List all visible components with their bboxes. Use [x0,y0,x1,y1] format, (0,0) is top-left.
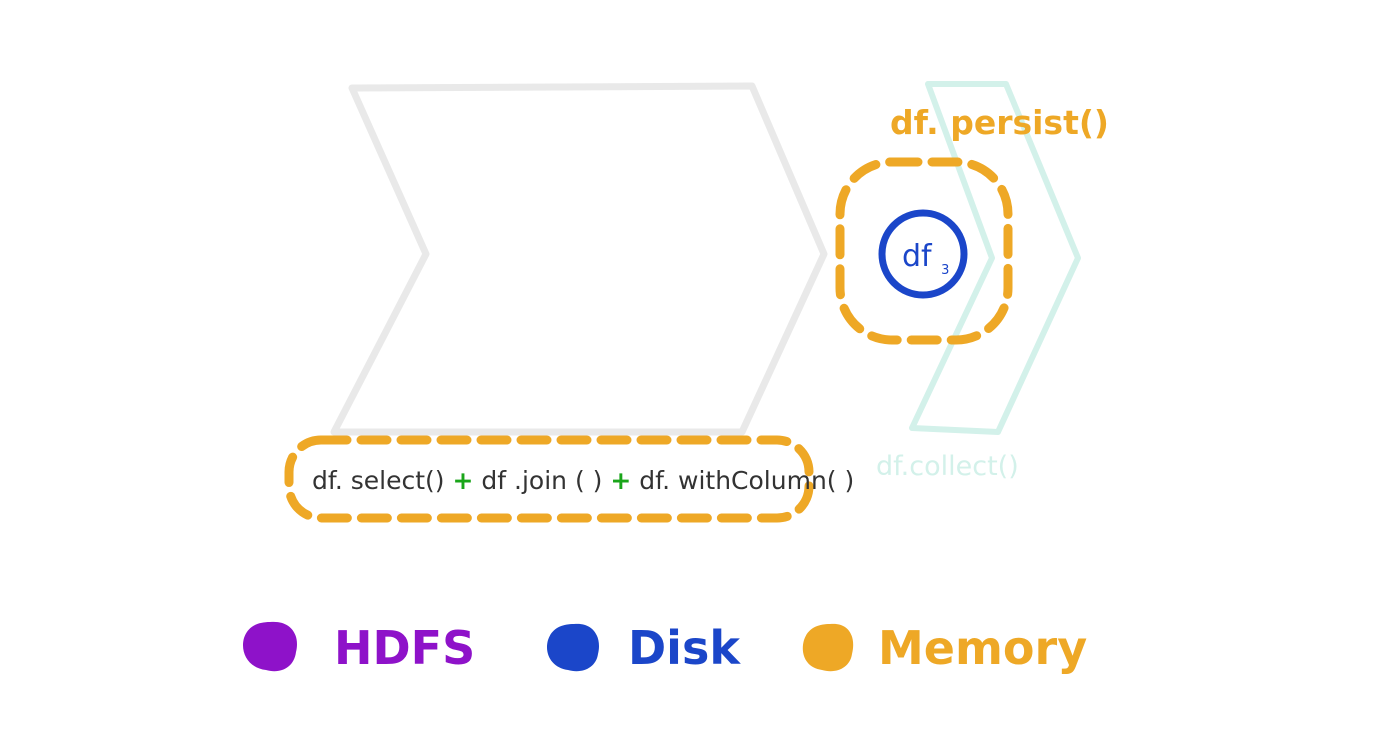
next-stage-chevron [909,81,1081,435]
persist-dashed-box [835,157,1013,345]
legend-label-disk: Disk [628,621,741,675]
legend-item-disk: Disk [546,621,741,675]
legend-swatch-disk [546,623,599,672]
dataframe-node-ring [878,209,968,299]
transformations-text: df. select() + df .join ( ) + df. withCo… [312,466,854,495]
transformations-dashed-box [284,435,814,523]
legend-swatch-hdfs [242,621,297,672]
dataframe-node-label: df 3 [902,239,949,278]
collect-label: df.collect() [876,451,1019,482]
op-select: df. select() [312,466,445,495]
legend-item-hdfs: HDFS [242,621,475,675]
op-plus-2: + [610,466,631,495]
persist-label: df. persist() [890,103,1109,142]
legend: HDFS Disk Memory [242,621,1087,675]
legend-label-hdfs: HDFS [334,621,475,675]
legend-item-memory: Memory [802,621,1087,675]
legend-label-memory: Memory [878,621,1087,675]
op-plus-1: + [453,466,474,495]
legend-swatch-memory [802,623,854,672]
op-withcolumn: df. withColumn( ) [639,466,854,495]
op-join: df .join ( ) [481,466,602,495]
stage-chevron [330,82,828,436]
dataframe-node-main: df [902,239,933,274]
dataframe-node-subscript: 3 [941,263,949,278]
